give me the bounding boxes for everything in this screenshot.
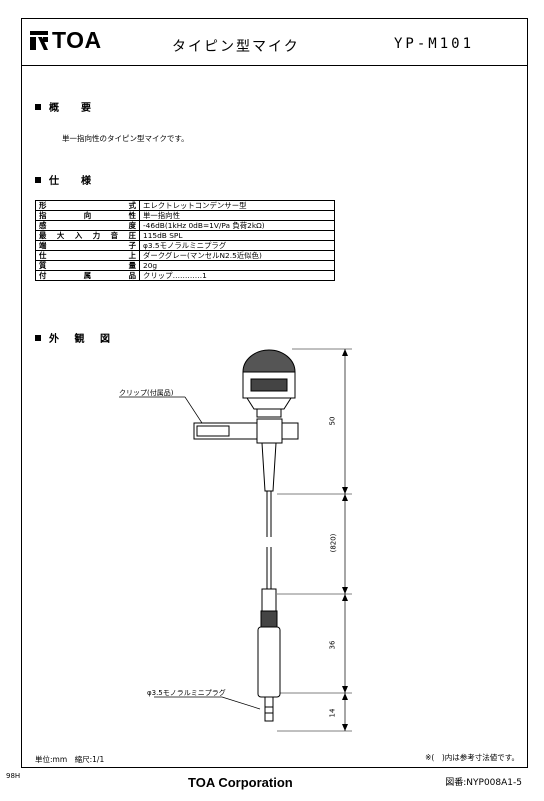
- overview-text: 単一指向性のタイピン型マイクです。: [62, 134, 189, 143]
- unit-scale: 単位:mm 縮尺:1/1: [35, 755, 105, 764]
- brand-name: TOA: [52, 27, 102, 53]
- model-number: YP-M101: [394, 36, 475, 52]
- drawing-heading: 外 観 図: [35, 330, 116, 345]
- specs-heading: 仕 様: [35, 172, 97, 187]
- plug-label: φ3.5モノラルミニプラグ: [147, 689, 226, 697]
- toa-mark-icon: [30, 29, 48, 50]
- corporation-name: TOA Corporation: [188, 775, 293, 790]
- revision-code: 98H: [6, 772, 21, 780]
- brand-logo: TOA: [30, 27, 102, 54]
- reference-note: ※( )内は参考寸法値です。: [425, 753, 519, 762]
- spec-table: 形式エレクトレットコンデンサー型 指向性単一指向性 感度-46dB(1kHz 0…: [35, 200, 335, 281]
- dim-cable: (820): [329, 533, 338, 553]
- figure-number: 図番:NYP008A1-5: [445, 778, 522, 788]
- doc-title: タイピン型マイク: [172, 39, 300, 55]
- dim-head: 50: [328, 416, 337, 426]
- sheet-frame: TOA タイピン型マイク YP-M101 概 要 単一指向性のタイピン型マイクで…: [21, 18, 528, 768]
- overview-heading: 概 要: [35, 99, 97, 114]
- microphone-drawing: [119, 348, 352, 732]
- header-divider: [22, 65, 527, 66]
- clip-label: クリップ(付属品): [119, 389, 174, 397]
- dim-plug-tip: 14: [328, 708, 337, 718]
- spec-row: 付属品クリップ…………1: [35, 270, 335, 281]
- dim-plug-body: 36: [328, 640, 337, 650]
